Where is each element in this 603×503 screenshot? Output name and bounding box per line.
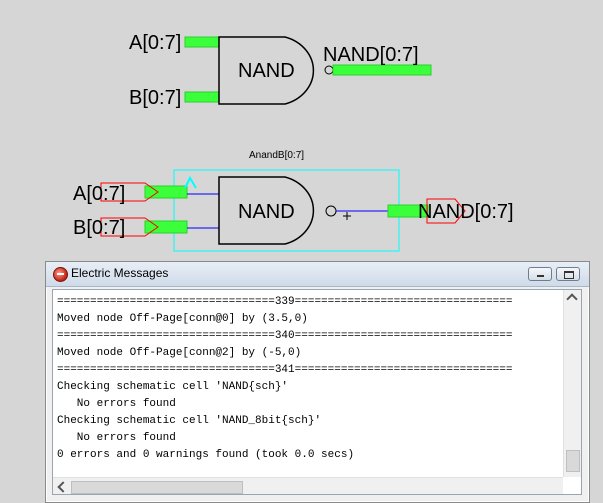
gate-label-2: NAND — [238, 201, 295, 223]
input-a-label: A[0:7] — [129, 32, 181, 54]
bus-wire-b2 — [144, 220, 188, 234]
scroll-up-arrow-icon[interactable] — [564, 290, 581, 307]
bottom-nand-instance[interactable]: A[0:7] B[0:7] NAND NAND[0:7] — [73, 169, 514, 252]
nand-inversion-bubble — [324, 65, 334, 75]
output-label: NAND[0:7] — [323, 44, 419, 66]
offpage-out-label: NAND[0:7] — [418, 201, 514, 223]
vertical-scrollbar[interactable] — [563, 290, 581, 477]
nand-gate-body-2 — [218, 176, 315, 245]
selection-marker — [184, 175, 197, 189]
scroll-left-arrow-icon[interactable] — [53, 478, 70, 494]
vertical-scroll-thumb[interactable] — [566, 450, 580, 472]
message-line: Moved node Off-Page[conn@2] by (-5,0) — [57, 347, 302, 359]
message-line: Checking schematic cell 'NAND{sch}' — [57, 381, 289, 393]
message-line: =================================339====… — [57, 296, 513, 308]
bus-wire-out — [332, 64, 432, 76]
horizontal-scroll-thumb[interactable] — [71, 481, 243, 494]
message-line: Checking schematic cell 'NAND_8bit{sch}' — [57, 415, 322, 427]
message-line: =================================340====… — [57, 330, 513, 342]
offpage-connector-out[interactable] — [426, 198, 466, 224]
offpage-connector-a[interactable] — [100, 182, 159, 202]
top-nand-symbol[interactable]: A[0:7] B[0:7] NAND NAND[0:7] — [129, 32, 432, 109]
nand-inversion-bubble-2 — [325, 205, 337, 217]
message-line: Moved node Off-Page[conn@0] by (3.5,0) — [57, 313, 308, 325]
bus-wire-a — [184, 36, 220, 48]
message-lines: =================================339====… — [57, 294, 512, 464]
bus-wire-b — [184, 91, 220, 103]
bus-wire-a2 — [144, 185, 188, 199]
nand-gate-body — [218, 36, 315, 105]
minimize-button[interactable] — [528, 267, 552, 281]
bus-wire-out2 — [387, 204, 429, 218]
message-line: No errors found — [57, 398, 176, 410]
offpage-b-label: B[0:7] — [73, 217, 125, 239]
maximize-button[interactable] — [556, 267, 580, 281]
input-b-label: B[0:7] — [129, 87, 181, 109]
gate-label: NAND — [238, 60, 295, 82]
message-line: No errors found — [57, 432, 176, 444]
offpage-connector-b[interactable] — [100, 217, 159, 237]
message-line: 0 errors and 0 warnings found (took 0.0 … — [57, 449, 355, 461]
electric-app-icon — [53, 267, 68, 282]
horizontal-scrollbar[interactable] — [53, 477, 563, 494]
messages-window[interactable]: Electric Messages ======================… — [45, 261, 590, 503]
message-line: =================================341====… — [57, 364, 513, 376]
offpage-a-label: A[0:7] — [73, 183, 125, 205]
title-bar[interactable]: Electric Messages — [46, 262, 589, 287]
window-title: Electric Messages — [71, 266, 169, 280]
instance-name-label: AnandB[0:7] — [249, 150, 304, 161]
messages-text-area[interactable]: =================================339====… — [52, 289, 582, 495]
